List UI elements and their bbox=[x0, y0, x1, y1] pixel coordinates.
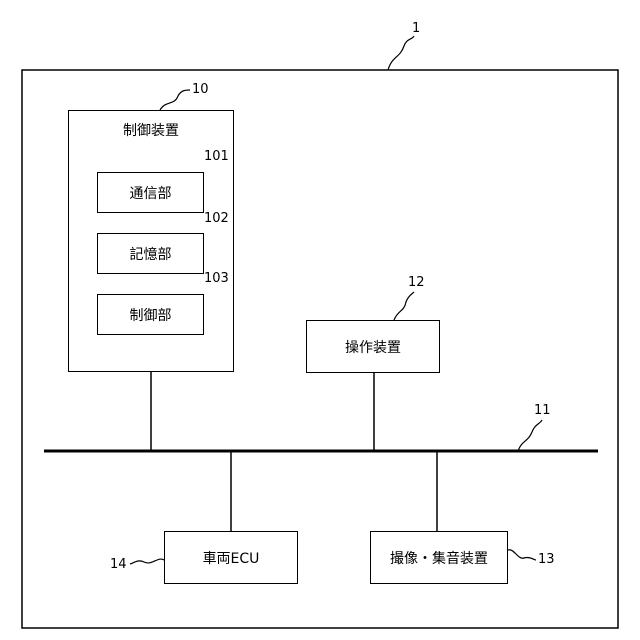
storage-unit-box: 記憶部 bbox=[97, 233, 204, 274]
leader-11 bbox=[518, 420, 542, 451]
leader-12 bbox=[394, 292, 414, 320]
communication-unit-label: 通信部 bbox=[130, 183, 172, 203]
imaging-sound-device-label: 撮像・集音装置 bbox=[390, 548, 488, 568]
ref-14: 14 bbox=[110, 558, 127, 572]
vehicle-ecu-label: 車両ECU bbox=[203, 548, 260, 568]
ref-102: 102 bbox=[204, 212, 229, 226]
imaging-sound-device-box: 撮像・集音装置 bbox=[370, 531, 508, 584]
communication-unit-box: 通信部 bbox=[97, 172, 204, 213]
operation-device-box: 操作装置 bbox=[306, 320, 440, 373]
ref-13: 13 bbox=[538, 553, 555, 567]
ref-11: 11 bbox=[534, 404, 551, 418]
leader-14 bbox=[130, 559, 164, 564]
operation-device-label: 操作装置 bbox=[345, 337, 401, 357]
ref-12: 12 bbox=[408, 276, 425, 290]
vehicle-ecu-box: 車両ECU bbox=[164, 531, 298, 584]
ref-103: 103 bbox=[204, 272, 229, 286]
leader-13 bbox=[508, 550, 536, 560]
leader-1 bbox=[388, 36, 414, 70]
leader-10 bbox=[160, 90, 190, 110]
control-unit-label: 制御部 bbox=[130, 305, 172, 325]
ref-101: 101 bbox=[204, 150, 229, 164]
control-device-label: 制御装置 bbox=[68, 120, 234, 140]
storage-unit-label: 記憶部 bbox=[130, 244, 172, 264]
ref-1: 1 bbox=[412, 22, 420, 36]
ref-10: 10 bbox=[192, 83, 209, 97]
control-unit-box: 制御部 bbox=[97, 294, 204, 335]
